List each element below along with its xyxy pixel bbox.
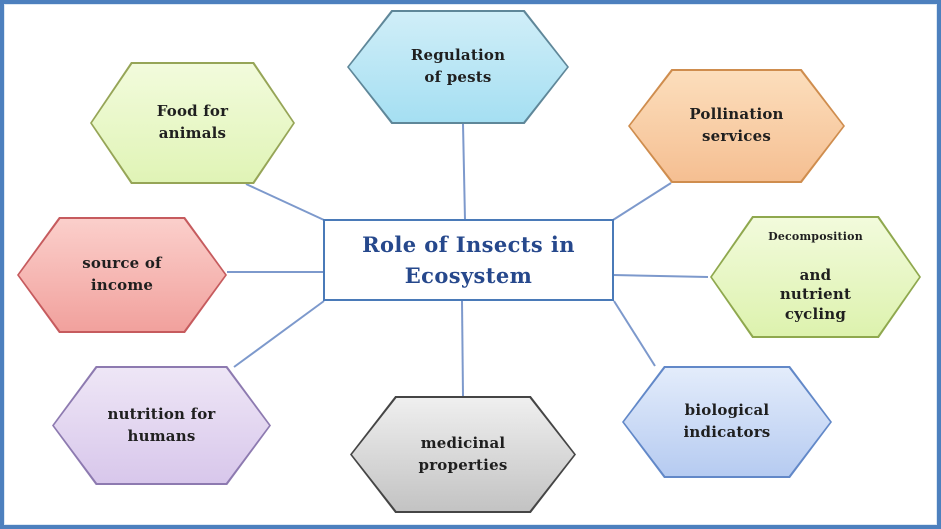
node-food-for-animals: Food for animals [90, 62, 295, 184]
node-medicinal-properties: medicinal properties [350, 396, 576, 513]
node-decomposition-nutrient-cycling: Decomposition and nutrient cycling [710, 216, 921, 338]
hexagon-shape [52, 366, 271, 485]
hexagon-shape [710, 216, 921, 338]
center-title-box: Role of Insects in Ecosystem [323, 219, 614, 301]
node-label: Regulation of pests [410, 46, 506, 86]
hexagon-shape [90, 62, 295, 184]
connector-decomposition [612, 274, 709, 278]
node-biological-indicators: biological indicators [622, 366, 832, 478]
connector-pollination [612, 182, 672, 221]
connector-medicinal [461, 300, 464, 397]
connector-food [245, 183, 325, 221]
node-label-rest: and nutrient cycling [779, 265, 852, 323]
hexagon-shape [628, 69, 845, 183]
connector-biological [613, 300, 656, 367]
node-label-small: Decomposition [768, 229, 863, 243]
node-label: nutrition for humans [107, 404, 216, 445]
hexagon-shape [347, 10, 569, 124]
node-label: source of income [82, 254, 162, 294]
hexagon-shape [622, 366, 832, 478]
connector-nutrition [233, 300, 325, 368]
hexagon-shape [350, 396, 576, 513]
node-label: Food for animals [156, 102, 229, 142]
node-nutrition-for-humans: nutrition for humans [52, 366, 271, 485]
node-regulation-of-pests: Regulation of pests [347, 10, 569, 124]
diagram-title: Role of Insects in Ecosystem [362, 231, 575, 289]
node-label: Pollination services [689, 105, 784, 145]
node-pollination-services: Pollination services [628, 69, 845, 183]
node-label: medicinal properties [418, 433, 508, 474]
connector-regulation [462, 123, 466, 221]
hexagon-shape [17, 217, 227, 333]
node-label: biological indicators [683, 401, 771, 441]
node-label: Decomposition and nutrient cycling [710, 216, 921, 338]
node-source-of-income: source of income [17, 217, 227, 333]
